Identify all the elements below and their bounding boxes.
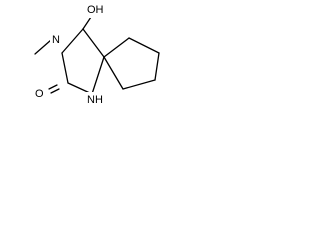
bond-c4-spiro (103, 56, 124, 90)
bond-c1-c2 (128, 37, 160, 54)
oh-label-background (84, 2, 110, 18)
bond-spiro-c1 (103, 37, 130, 58)
molecule-structure: OH N O NH (34, 2, 160, 107)
methyl-nitrogen-label: N (52, 34, 60, 46)
bond-c3-c4 (122, 79, 156, 90)
amine-label: NH (87, 94, 103, 106)
bond-n3-methyl (34, 39, 52, 55)
bond-c2-c3 (154, 52, 160, 81)
bond-c5-c4 (82, 28, 105, 58)
nh-label-background (85, 92, 110, 107)
bond-c4-oh (82, 16, 92, 30)
o-label-background (34, 86, 47, 101)
hydroxyl-label: OH (87, 4, 104, 16)
bond-n1-c5 (91, 56, 105, 95)
carbonyl-oxygen-label: O (35, 88, 44, 100)
bond-c2-o-1 (48, 84, 58, 90)
n-label-background (50, 33, 63, 48)
bond-c4-n3 (61, 28, 84, 54)
bond-n3-c2 (61, 52, 69, 84)
bond-c2-o-2 (50, 88, 60, 94)
